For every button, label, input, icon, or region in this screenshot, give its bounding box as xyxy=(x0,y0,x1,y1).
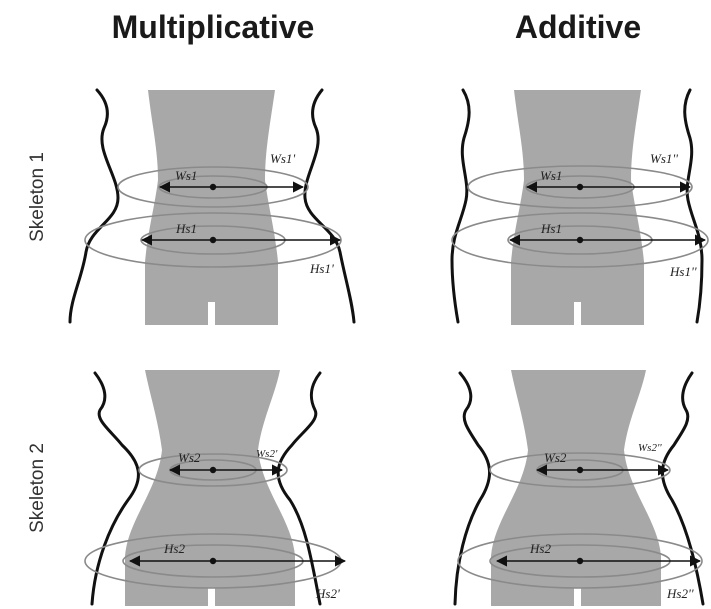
hip-center-dot xyxy=(210,558,216,564)
label-waist-inner: Ws2 xyxy=(178,450,201,465)
panel-multiplicative-skeleton-2: Ws2 Ws2' Hs2 Hs2' xyxy=(85,370,345,606)
label-waist-outer: Ws2' xyxy=(256,448,278,460)
label-hip-inner: Hs2 xyxy=(529,541,551,556)
label-hip-inner: Hs1 xyxy=(540,221,562,236)
hip-center-dot xyxy=(577,237,583,243)
torso-silhouette xyxy=(125,370,295,606)
label-hip-outer: Hs1'' xyxy=(669,264,697,279)
waist-center-dot xyxy=(210,467,216,473)
panel-additive-skeleton-1: Ws1 Ws1'' Hs1 Hs1'' xyxy=(452,90,708,325)
hip-center-dot xyxy=(210,237,216,243)
label-waist-inner: Ws2 xyxy=(544,450,567,465)
waist-center-dot xyxy=(577,467,583,473)
waist-center-dot xyxy=(577,184,583,190)
body-outline-left xyxy=(455,373,490,604)
label-hip-outer: Hs1' xyxy=(309,261,334,276)
body-outline-left xyxy=(452,90,469,322)
label-waist-outer: Ws2'' xyxy=(638,442,662,454)
label-waist-outer: Ws1'' xyxy=(650,151,678,166)
label-hip-outer: Hs2'' xyxy=(666,586,694,601)
panel-multiplicative-skeleton-1: Ws1 Ws1' Hs1 Hs1' xyxy=(70,90,354,325)
body-outline-right xyxy=(685,90,702,322)
torso-silhouette xyxy=(491,370,661,606)
label-hip-inner: Hs1 xyxy=(175,221,197,236)
panel-additive-skeleton-2: Ws2 Ws2'' Hs2 Hs2'' xyxy=(455,370,703,606)
label-hip-inner: Hs2 xyxy=(163,541,185,556)
waist-center-dot xyxy=(210,184,216,190)
row-label-skeleton-2: Skeleton 2 xyxy=(27,443,48,533)
column-title-multiplicative: Multiplicative xyxy=(112,9,315,45)
label-waist-outer: Ws1' xyxy=(270,151,295,166)
body-outline-right xyxy=(305,90,354,322)
hip-center-dot xyxy=(577,558,583,564)
label-hip-outer: Hs2' xyxy=(315,586,340,601)
label-waist-inner: Ws1 xyxy=(175,168,197,183)
column-title-additive: Additive xyxy=(515,9,641,45)
row-label-skeleton-1: Skeleton 1 xyxy=(27,152,48,242)
label-waist-inner: Ws1 xyxy=(540,168,562,183)
body-outline-left xyxy=(70,90,118,322)
